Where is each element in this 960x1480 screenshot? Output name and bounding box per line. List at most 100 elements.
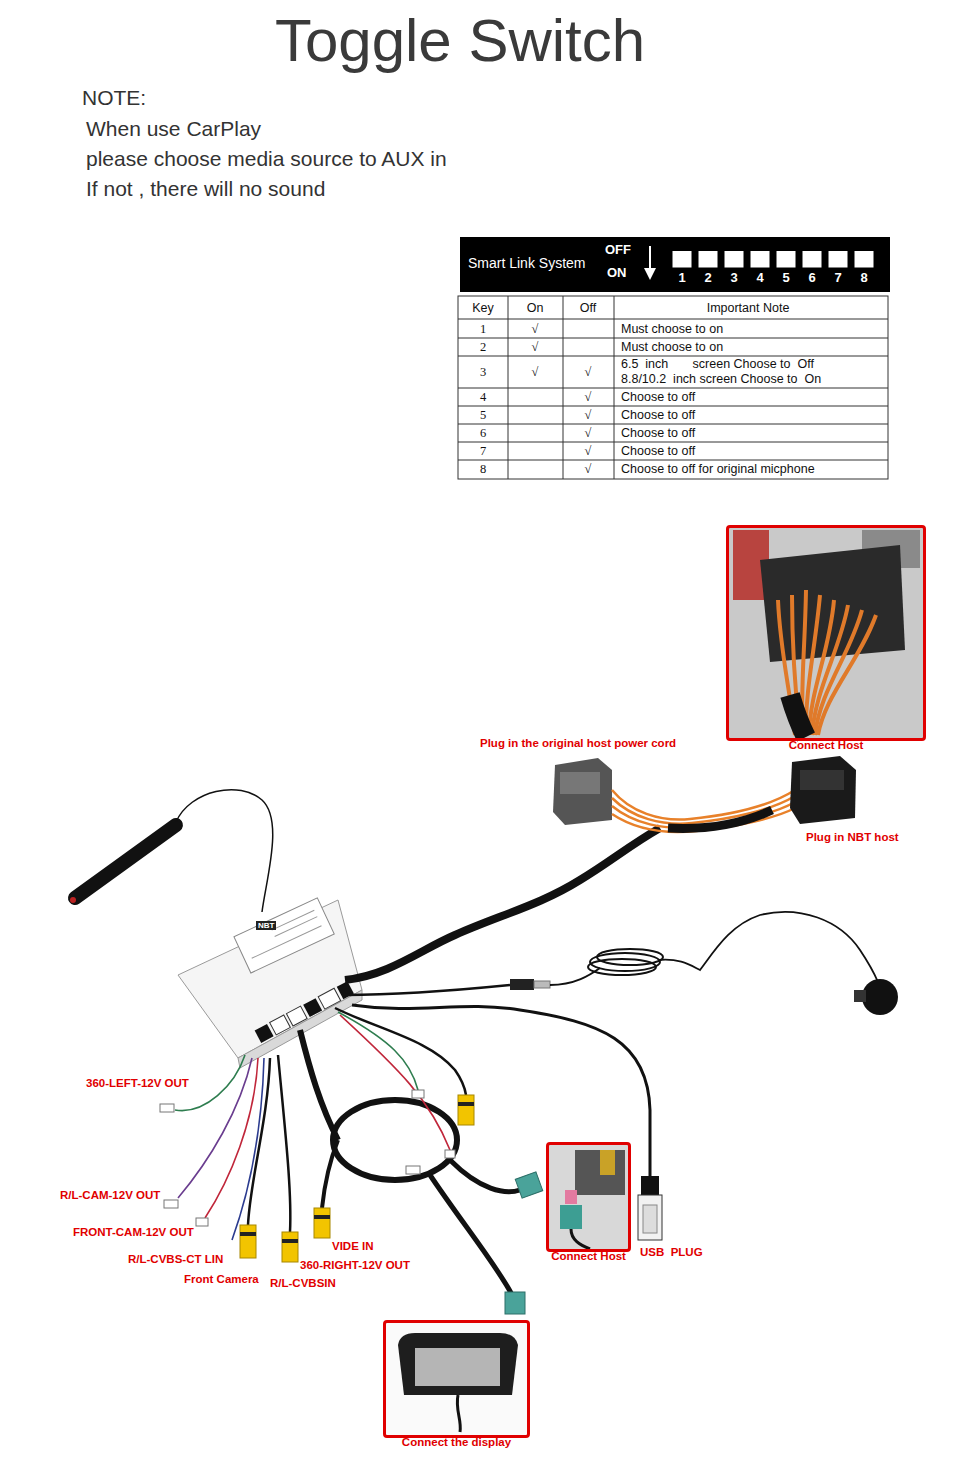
dip-switch-panel-part — [672, 242, 692, 251]
note-text: please choose media source to AUX in — [86, 147, 447, 171]
table-cell: 8 — [480, 462, 486, 476]
settings-table-grid — [458, 296, 888, 479]
fakra-connector-photo-part — [600, 1150, 615, 1175]
dip-switch-panel-part — [854, 242, 874, 268]
dip-switch-panel-part — [776, 242, 796, 268]
fakra-connector-photo — [549, 1145, 628, 1249]
display-photo-part — [457, 1395, 460, 1432]
table-note: Choose to off — [621, 444, 695, 458]
table-cell: √ — [585, 390, 592, 404]
table-note: 6.5 inch screen Choose to Off — [621, 357, 814, 371]
interface-module-part-part — [275, 917, 318, 937]
power-harness-part-part — [612, 802, 795, 828]
usb-cable-part — [352, 1005, 650, 1178]
host-connector-photo-part — [790, 695, 806, 737]
page-title: Toggle Switch — [275, 8, 645, 74]
signal-wires-part — [340, 1015, 450, 1150]
callout-label: Plug in the original host power cord — [480, 737, 676, 750]
wire-tags-part — [445, 1150, 455, 1158]
dip-switch-panel-part — [828, 242, 848, 268]
table-cell: 5 — [480, 408, 486, 422]
switch-label: 5 — [782, 271, 789, 286]
power-harness-part — [800, 770, 844, 790]
box-caption: Connect Host — [551, 1250, 626, 1263]
power-harness-part — [790, 756, 856, 824]
settings-table-grid-part — [458, 424, 888, 425]
power-harness — [345, 756, 856, 980]
microphone-part — [658, 912, 878, 982]
photo-callout-box: Connect Host — [726, 525, 926, 741]
power-harness-part-part — [612, 808, 795, 832]
switch-label: 7 — [834, 271, 841, 286]
rca-connectors-part — [282, 1239, 298, 1243]
interface-module-part — [178, 900, 362, 1058]
signal-wires-part — [178, 1058, 252, 1198]
table-header: On — [527, 301, 544, 315]
signal-wires-part — [205, 1058, 258, 1218]
power-harness-part — [345, 828, 660, 980]
table-note: 8.8/10.2 inch screen Choose to On — [621, 372, 821, 386]
note-text: If not , there will no sound — [86, 177, 325, 201]
wire-tags-part — [196, 1218, 208, 1226]
switch-title: Smart Link System — [468, 255, 585, 271]
wire-tags-part — [160, 1104, 174, 1112]
dip-switch-panel-part — [828, 242, 848, 251]
power-harness-part — [560, 772, 600, 794]
display-photo-part — [415, 1348, 500, 1386]
settings-table-grid-part — [458, 296, 888, 479]
table-cell: 3 — [480, 365, 486, 379]
video-harness-part — [430, 1175, 512, 1295]
settings-table-grid-part — [458, 460, 888, 461]
video-harness-part — [505, 1292, 525, 1314]
interface-module-part-part — [270, 1015, 291, 1035]
signal-wires-part — [335, 1008, 466, 1095]
host-connector-photo-part — [729, 528, 923, 738]
interface-module-part — [234, 898, 334, 973]
rca-connectors-part — [240, 1225, 256, 1258]
interface-module-part-part — [286, 1006, 307, 1026]
antenna — [70, 790, 273, 912]
video-harness-part — [300, 1030, 338, 1140]
microphone-part — [534, 981, 550, 988]
callout-label: Plug in NBT host — [806, 831, 899, 844]
interface-module-part — [238, 990, 362, 1068]
antenna-part — [70, 897, 76, 903]
microphone-part — [345, 985, 510, 995]
dip-switch-panel-part — [698, 242, 718, 268]
callout-label: R/L-CVBS-CT LIN — [128, 1253, 223, 1266]
fakra-connector-photo-part — [571, 1229, 590, 1249]
table-cell: √ — [585, 444, 592, 458]
microphone — [345, 912, 898, 1015]
dip-switch-panel — [460, 237, 890, 292]
display-photo-part — [398, 1333, 518, 1395]
table-cell: 6 — [480, 426, 486, 440]
microphone-part — [588, 959, 656, 975]
power-harness-part — [553, 758, 612, 825]
antenna-part — [75, 825, 176, 898]
rca-connectors-part — [282, 1232, 298, 1262]
callout-label: R/L-CAM-12V OUT — [60, 1189, 160, 1202]
rca-connectors — [240, 1095, 474, 1262]
dip-switch-panel-part — [644, 268, 656, 280]
video-harness — [300, 1030, 543, 1314]
dip-switch-panel-part — [460, 237, 890, 292]
table-cell: 7 — [480, 444, 486, 458]
photo-callout-box: Connect the display — [383, 1320, 530, 1438]
video-harness-part — [515, 1172, 543, 1198]
microphone-part — [854, 990, 866, 1002]
table-cell: √ — [532, 365, 539, 379]
settings-table-grid-part — [458, 356, 888, 357]
fakra-connector-photo-part — [549, 1145, 628, 1249]
module-label: NBT — [256, 921, 276, 930]
interface-module — [178, 898, 362, 1068]
interface-module-part-part — [272, 910, 315, 930]
dip-switch-panel-part — [724, 242, 744, 251]
interface-module-part-part — [318, 988, 340, 1009]
table-note: Must choose to on — [621, 322, 723, 336]
callout-label: FRONT-CAM-12V OUT — [73, 1226, 194, 1239]
signal-wires-part — [248, 1058, 270, 1225]
interface-module-part-part — [234, 898, 334, 973]
antenna-part — [176, 790, 273, 912]
